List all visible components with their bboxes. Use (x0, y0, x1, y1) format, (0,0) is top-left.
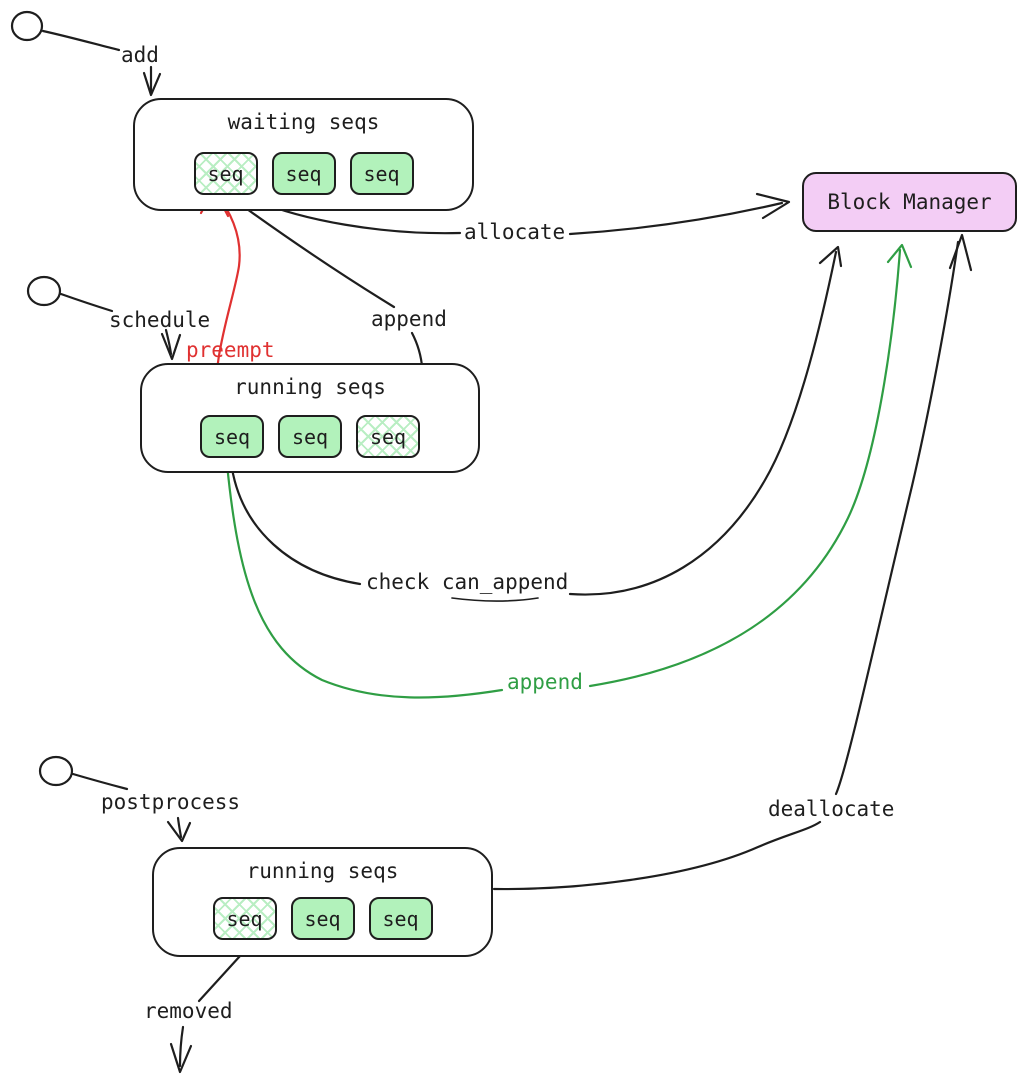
append-running-arrow-head (886, 243, 913, 269)
postprocess-entry-line (71, 772, 129, 791)
running2-seq-2: seq (290, 897, 355, 940)
waiting-seq-3: seq (349, 152, 414, 195)
running2-seq-3: seq (368, 897, 433, 940)
check-can-append-arrow-seg1 (229, 460, 362, 586)
check-can-append-arrow-head (818, 245, 843, 268)
running-seq-3: seq (356, 415, 420, 458)
entry-circle-postprocess (38, 755, 74, 787)
block-manager-box: Block Manager (802, 172, 1017, 232)
check-can-append-arrow-seg2 (568, 250, 838, 596)
deallocate-label: deallocate (768, 797, 895, 821)
postprocess-arrow-shaft (176, 816, 183, 839)
add-label: add (121, 43, 159, 67)
append-running-arrow-seg2 (588, 248, 902, 688)
schedule-entry-line (59, 292, 114, 313)
append-running-label: append (507, 670, 583, 694)
add-arrow-head (142, 71, 162, 97)
deallocate-arrow-seg2 (834, 240, 960, 796)
waiting-seqs-box: waiting seqs seq seq seq (133, 98, 474, 211)
waiting-seq-1: seq (193, 152, 258, 195)
running-seqs-title: running seqs (234, 375, 386, 399)
schedule-arrow-head (160, 332, 182, 361)
check-can-append-underline (451, 597, 539, 602)
running-seqs-box-2: running seqs seq seq seq (152, 847, 493, 957)
running2-seq-1: seq (212, 897, 277, 940)
allocate-arrow-head (755, 192, 791, 220)
running-seq-2: seq (278, 415, 342, 458)
removed-label: removed (144, 999, 233, 1023)
removed-arrow-shaft (178, 1025, 185, 1068)
block-manager-label: Block Manager (827, 190, 992, 214)
postprocess-arrow-head (166, 820, 192, 843)
add-entry-line (41, 29, 121, 52)
removed-line (197, 954, 242, 1003)
allocate-arrow-seg2 (568, 201, 784, 236)
deallocate-arrow-head (948, 233, 973, 272)
append-waiting-label: append (371, 307, 447, 331)
schedule-arrow-shaft (164, 328, 173, 356)
preempt-label: preempt (186, 338, 275, 362)
waiting-seqs-title: waiting seqs (227, 110, 380, 134)
removed-arrow-head (169, 1042, 193, 1074)
check-can-append-label: check can_append (366, 570, 569, 594)
running-seqs-2-title: running seqs (246, 859, 399, 883)
schedule-label: schedule (109, 308, 211, 332)
postprocess-label: postprocess (101, 790, 241, 814)
entry-circle-add (10, 10, 44, 42)
waiting-seq-2: seq (271, 152, 336, 195)
running-seq-1: seq (200, 415, 264, 458)
entry-circle-schedule (26, 275, 62, 307)
running-seqs-box: running seqs seq seq seq (140, 363, 480, 473)
append-waiting-arrow-seg1 (238, 202, 396, 309)
deallocate-arrow-seg1 (492, 820, 822, 891)
allocate-label: allocate (464, 220, 566, 244)
